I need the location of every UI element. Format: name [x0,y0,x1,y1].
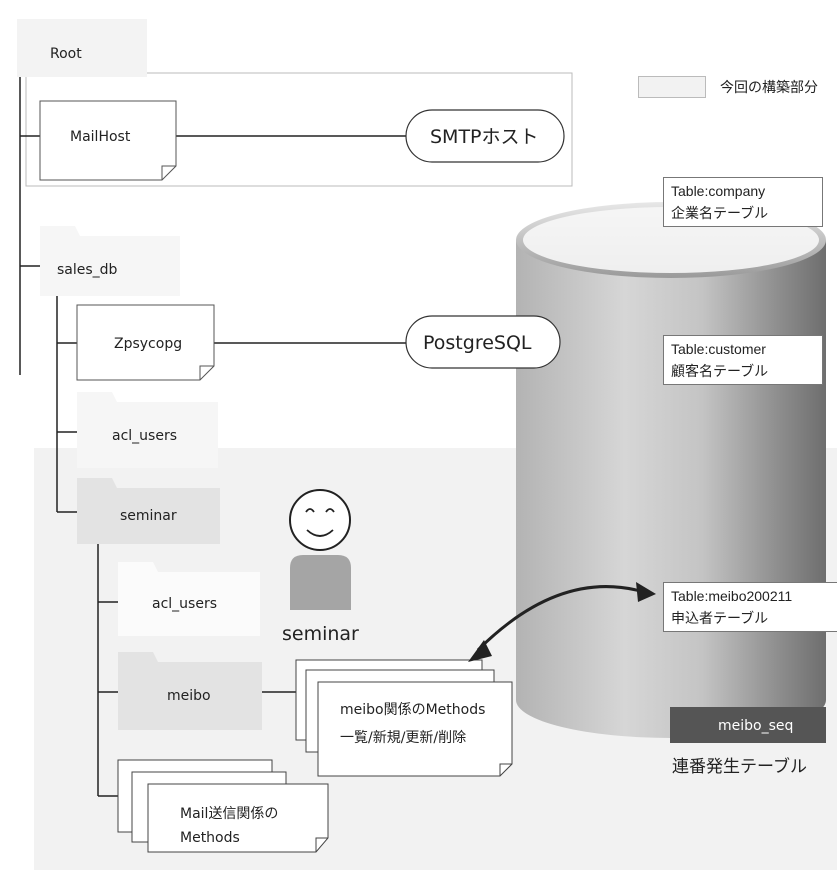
user-person-icon [289,489,351,610]
table-company-name: Table:company [671,183,766,199]
user-label: seminar [282,623,359,645]
mail-methods-line1: Mail送信関係の [180,806,278,822]
acl-users-label-1: acl_users [112,428,177,444]
table-customer-name: Table:customer [671,341,766,357]
legend-label: 今回の構築部分 [720,79,818,95]
sales-db-folder[interactable] [40,226,180,296]
table-meibo-box[interactable]: Table:meibo200211 申込者テーブル [663,582,837,632]
mailhost-label: MailHost [70,129,131,145]
table-company-box[interactable]: Table:company 企業名テーブル [663,177,823,227]
zpsycopg-label: Zpsycopg [114,336,182,352]
bidirectional-arrow-icon [468,582,656,662]
zpsycopg-node[interactable] [76,304,215,381]
table-customer-box[interactable]: Table:customer 顧客名テーブル [663,335,823,385]
table-customer-desc: 顧客名テーブル [671,363,769,379]
meibo-folder[interactable] [118,652,262,730]
smtp-label: SMTPホスト [430,126,539,148]
acl-users-label-2: acl_users [152,596,217,612]
smtp-host[interactable] [405,109,565,163]
seminar-folder-label: seminar [120,508,177,524]
mailhost-node[interactable] [39,100,177,181]
meibo-methods-line1: meibo関係のMethods [340,702,485,718]
root-label: Root [50,46,82,62]
database-cylinder [516,202,826,738]
acl-users-folder-2[interactable] [118,562,260,636]
meibo-seq-desc: 連番発生テーブル [672,757,807,776]
legend-swatch [638,76,706,98]
meibo-folder-label: meibo [167,688,211,704]
seminar-folder[interactable] [77,478,220,544]
table-meibo-name: Table:meibo200211 [671,588,793,604]
mail-methods-line2: Methods [180,830,240,846]
meibo-seq-name: meibo_seq [718,718,793,734]
sales-db-label: sales_db [57,262,118,278]
postgresql-label: PostgreSQL [423,332,532,354]
root-node[interactable] [17,19,147,77]
meibo-seq-bar [670,707,826,743]
postgresql-node[interactable] [405,315,561,369]
table-company-desc: 企業名テーブル [671,205,769,221]
table-meibo-desc: 申込者テーブル [671,610,769,626]
acl-users-folder-1[interactable] [77,392,218,468]
meibo-methods-stack[interactable] [295,659,513,777]
mail-methods-stack[interactable] [117,759,329,853]
mailhost-frame [25,72,573,187]
meibo-methods-line2: 一覧/新規/更新/削除 [340,729,466,746]
